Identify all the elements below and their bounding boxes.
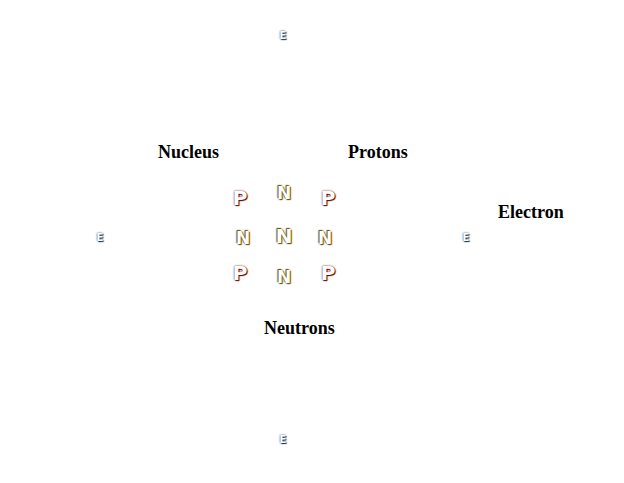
- electron-sphere: E: [455, 227, 477, 249]
- inner-orbit-shine: [98, 88, 468, 388]
- sphere-fill: [263, 256, 306, 299]
- outer-orbit: [38, 34, 530, 440]
- particle-letter: E: [97, 233, 104, 243]
- part-label: Electron: [496, 201, 566, 223]
- particle-letter: E: [280, 435, 287, 445]
- neutron-sphere: N: [262, 255, 306, 299]
- inner-orbit: [98, 88, 468, 388]
- particle-letter: P: [321, 188, 336, 208]
- particle-letter: P: [233, 188, 248, 208]
- particle-letter: N: [276, 226, 293, 246]
- electron-sphere: E: [89, 227, 111, 249]
- sphere-fill: [214, 172, 267, 225]
- sphere-fill: [222, 217, 265, 260]
- sphere-fill: [90, 228, 111, 249]
- sphere-fill: [456, 228, 477, 249]
- particle-letter: N: [236, 230, 250, 247]
- proton-sphere: P: [301, 246, 355, 300]
- nucleus-outline: [192, 156, 376, 316]
- electron-sphere: E: [272, 25, 294, 47]
- leader-line: [228, 166, 262, 180]
- sphere-fill: [273, 430, 294, 451]
- leader-line: [292, 288, 296, 315]
- sphere-fill: [273, 26, 294, 47]
- particle-letter: P: [233, 263, 248, 283]
- part-label: Protons: [346, 141, 410, 163]
- particle-letter: E: [280, 31, 287, 41]
- leader-line: [476, 226, 494, 234]
- sphere-fill: [304, 217, 347, 260]
- sphere-fill: [302, 247, 355, 300]
- proton-sphere: P: [301, 171, 355, 225]
- leader-line: [341, 167, 390, 248]
- particle-letter: N: [318, 230, 332, 247]
- outer-orbit-shine: [38, 34, 530, 440]
- part-label: Neutrons: [262, 317, 337, 339]
- sphere-fill: [302, 172, 355, 225]
- neutron-sphere: N: [262, 171, 306, 215]
- sphere-fill: [258, 210, 311, 263]
- neutron-sphere: N: [257, 209, 311, 263]
- electron-sphere: E: [272, 429, 294, 451]
- particle-letter: P: [321, 263, 336, 283]
- leader-line: [270, 258, 288, 315]
- frame: [4, 4, 619, 478]
- leader-line: [351, 167, 388, 185]
- sphere-fill: [214, 247, 267, 300]
- proton-sphere: P: [213, 171, 267, 225]
- part-label: Nucleus: [156, 141, 221, 163]
- neutron-sphere: N: [221, 216, 265, 260]
- neutron-sphere: N: [303, 216, 347, 260]
- particle-letter: E: [463, 233, 470, 243]
- proton-sphere: P: [213, 246, 267, 300]
- particle-letter: N: [277, 269, 291, 286]
- particle-letter: N: [277, 185, 291, 202]
- sphere-fill: [263, 172, 306, 215]
